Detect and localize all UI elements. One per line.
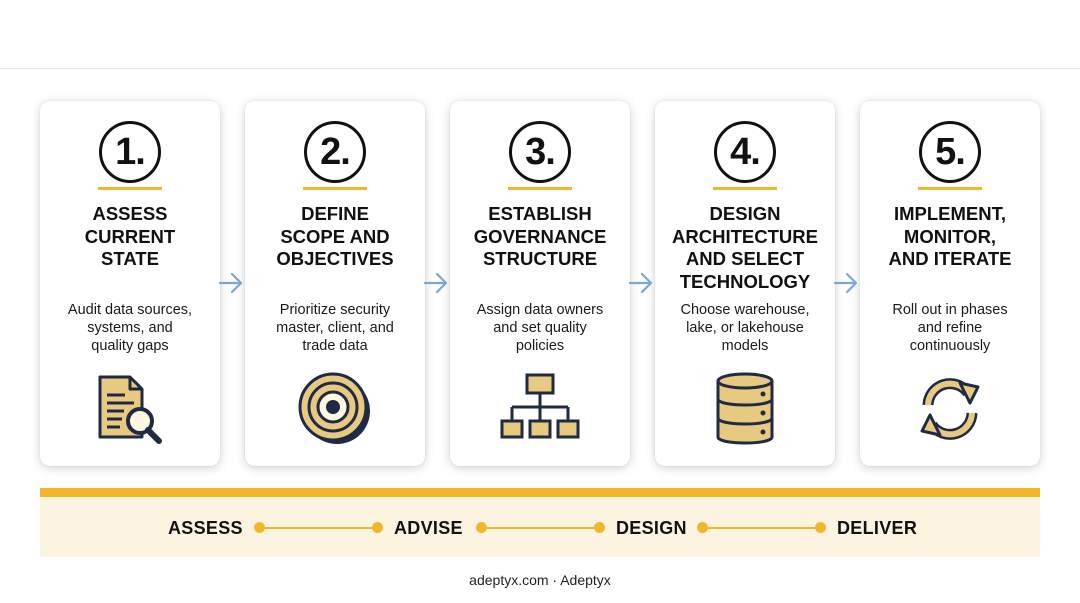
- step-underline: [303, 187, 367, 190]
- step-title-4: DESIGN ARCHITECTURE AND SELECT TECHNOLOG…: [672, 203, 818, 292]
- step-underline: [98, 187, 162, 190]
- phase-connector: [265, 527, 372, 529]
- step-title-1: ASSESS CURRENT STATE: [84, 203, 176, 269]
- phase-dot: [254, 522, 265, 533]
- phase-dot: [815, 522, 826, 533]
- step-description-4: Choose warehouse, lake, or lakehouse mod…: [680, 302, 810, 354]
- step-description-3: Assign data owners and set quality polic…: [476, 302, 604, 354]
- arrow-right-icon: [628, 272, 653, 294]
- phase-label-design: DESIGN: [616, 518, 687, 538]
- step-underline: [508, 187, 572, 190]
- phase-connector: [708, 527, 815, 529]
- phase-label-advise: ADVISE: [394, 518, 463, 538]
- phase-label-deliver: DELIVER: [837, 518, 918, 538]
- step-title-2: DEFINE SCOPE AND OBJECTIVES: [276, 203, 394, 269]
- phase-dot: [697, 522, 708, 533]
- arrow-right-icon: [833, 272, 858, 294]
- org-chart-icon: [500, 373, 580, 439]
- arrow-right-icon: [218, 272, 243, 294]
- step-underline: [713, 187, 777, 190]
- arrow-right-icon: [423, 272, 448, 294]
- step-underline: [918, 187, 982, 190]
- step-description-1: Audit data sources, systems, and quality…: [67, 302, 193, 354]
- phase-dot: [372, 522, 383, 533]
- phase-connector: [487, 527, 594, 529]
- step-title-3: ESTABLISH GOVERNANCE STRUCTURE: [473, 203, 607, 269]
- step-card-1: 1. ASSESS CURRENT STATE Audit data sourc…: [40, 101, 220, 466]
- step-card-3: 3. ESTABLISH GOVERNANCE STRUCTURE Assign…: [450, 101, 630, 466]
- phase-label-assess: ASSESS: [168, 518, 243, 538]
- target-icon: [298, 372, 370, 444]
- step-card-5: 5. IMPLEMENT, MONITOR, AND ITERATE Roll …: [860, 101, 1040, 466]
- steps-row: 1. ASSESS CURRENT STATE Audit data sourc…: [40, 101, 1040, 466]
- step-number-4: 4.: [714, 121, 776, 183]
- step-number-2: 2.: [304, 121, 366, 183]
- step-card-4: 4. DESIGN ARCHITECTURE AND SELECT TECHNO…: [655, 101, 835, 466]
- footer-credit: adeptyx.com · Adeptyx: [469, 572, 611, 588]
- phase-band-accent: [40, 488, 1040, 497]
- step-number-3: 3.: [509, 121, 571, 183]
- step-number-5: 5.: [919, 121, 981, 183]
- phase-dot: [594, 522, 605, 533]
- step-card-2: 2. DEFINE SCOPE AND OBJECTIVES Prioritiz…: [245, 101, 425, 466]
- phase-dot: [476, 522, 487, 533]
- step-description-5: Roll out in phases and refine continuous…: [892, 302, 1008, 354]
- step-description-2: Prioritize security master, client, and …: [276, 302, 394, 354]
- step-title-5: IMPLEMENT, MONITOR, AND ITERATE: [888, 203, 1012, 269]
- header-divider: [0, 68, 1080, 69]
- database-icon: [716, 372, 774, 445]
- refresh-cycle-icon: [920, 378, 980, 440]
- step-number-1: 1.: [99, 121, 161, 183]
- document-search-icon: [98, 375, 162, 444]
